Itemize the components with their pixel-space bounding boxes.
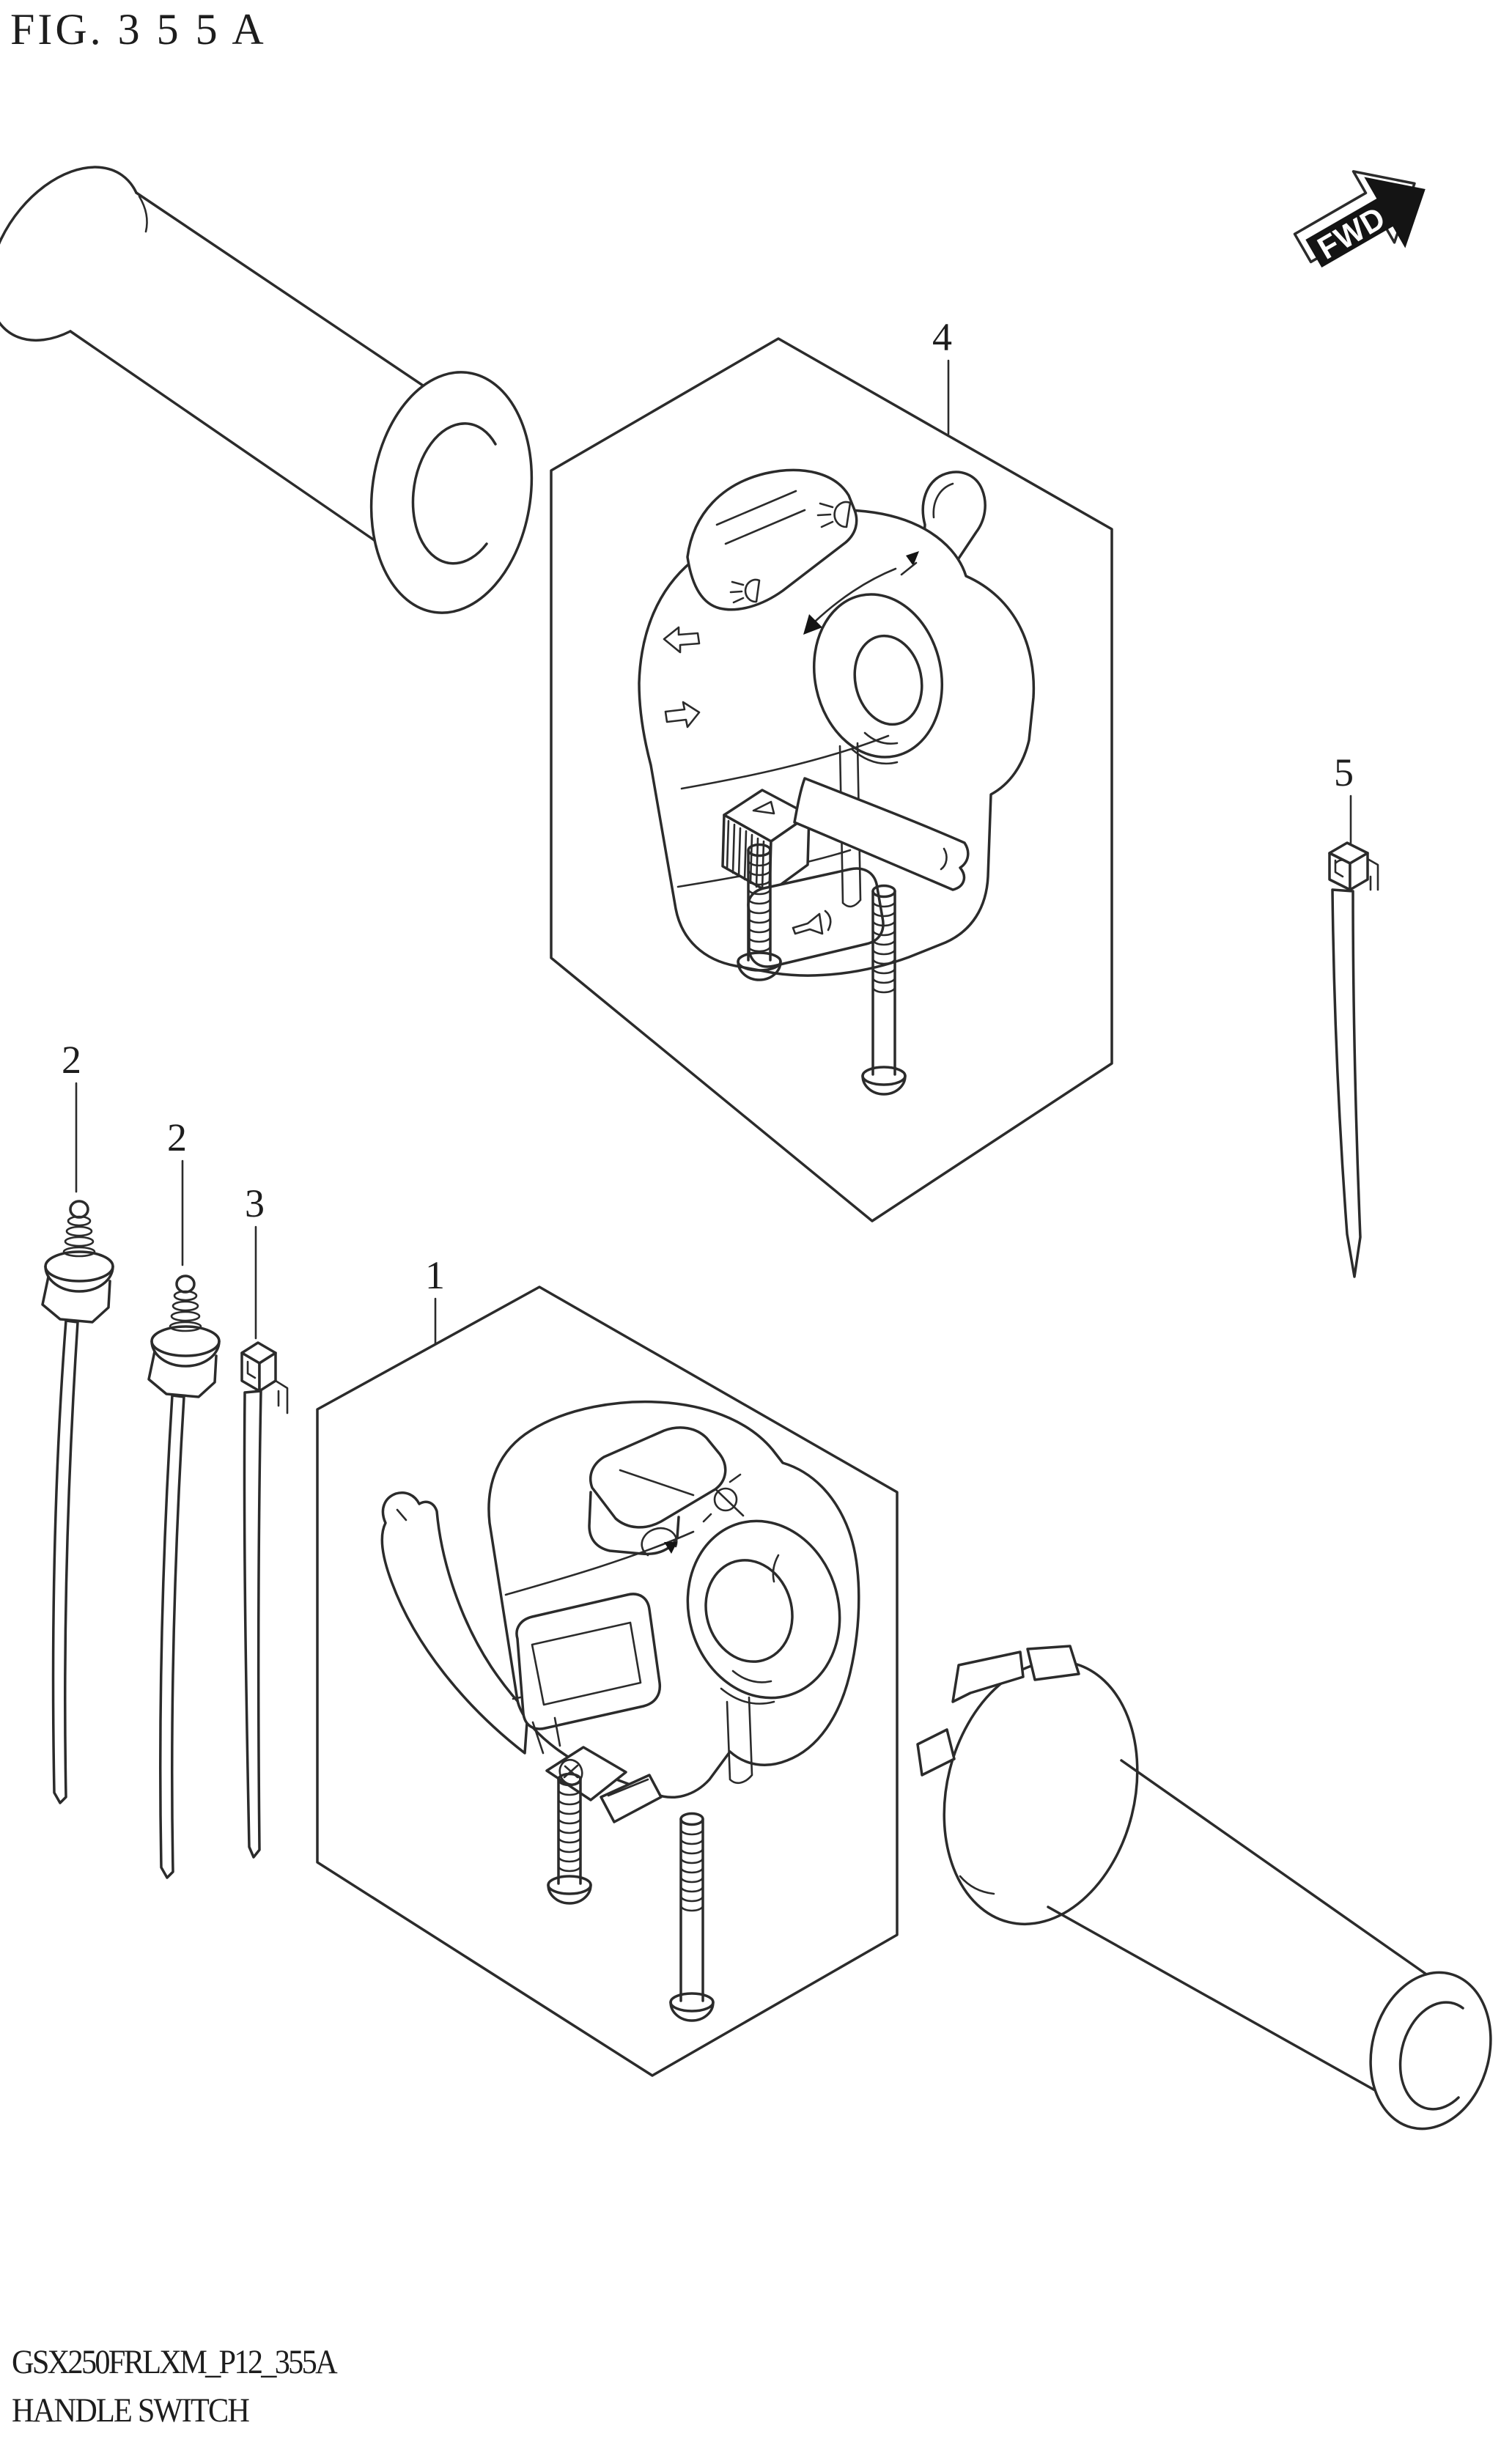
- engine-stop-icon: [702, 1473, 745, 1523]
- figure-title: FIG. 3 5 5 A: [10, 5, 267, 54]
- tie-strap: [1331, 888, 1362, 1278]
- push-rivet-tie: [147, 1275, 221, 1879]
- hazard-button: [721, 789, 811, 894]
- turn-signal-icon: [663, 626, 701, 728]
- clamp-ring-outer: [812, 593, 944, 759]
- cable-tie: [1328, 841, 1379, 1278]
- callout-2-left: 2: [62, 1038, 81, 1082]
- handlebar-stub: [793, 777, 970, 891]
- starter-icon: [641, 1527, 678, 1557]
- callout-4: 4: [932, 315, 952, 359]
- tie-strap: [243, 1390, 262, 1859]
- switch-assembly-left: [638, 468, 1036, 977]
- callout-3: 3: [245, 1181, 265, 1225]
- figure-caption: HANDLE SWITCH: [12, 2391, 250, 2430]
- figure-code: GSX250FRLXM_P12_355A: [12, 2343, 338, 2381]
- screw-threads: [679, 1828, 704, 1912]
- flange-tab: [951, 1650, 1025, 1703]
- grip-bore-spiral: [411, 422, 497, 565]
- screw: [547, 1772, 592, 1905]
- grip-end: [1369, 1971, 1492, 2131]
- callout-1: 1: [425, 1253, 445, 1297]
- flange-tab: [1026, 1645, 1080, 1681]
- screw: [737, 843, 782, 981]
- callout-5: 5: [1334, 750, 1354, 794]
- grip-bore-spiral: [1398, 2001, 1464, 2111]
- part-1-box: [316, 1285, 899, 2077]
- headlight-icon: [816, 501, 852, 528]
- cable-tie: [240, 1341, 289, 1859]
- right-grip: [916, 1645, 1492, 2131]
- flange-tab: [916, 1728, 956, 1777]
- switch-assembly-right: [380, 1400, 860, 1823]
- clamp-ring-inner: [704, 1559, 794, 1663]
- screw-threads: [557, 1788, 582, 1873]
- rotate-arrow-icon: [803, 551, 919, 635]
- screw-head: [547, 1875, 592, 1895]
- screw-head: [669, 1992, 715, 2013]
- grip-flange: [369, 371, 534, 614]
- hazard-icon: [752, 800, 775, 815]
- passing-lamp-icon: [729, 578, 761, 604]
- clamp-ring-inner: [853, 634, 923, 726]
- switch-bottom-bracket: [531, 1716, 663, 1823]
- left-grip: [0, 166, 534, 614]
- screw-threads: [871, 900, 896, 994]
- fwd-arrow-icon: FWD: [1293, 170, 1426, 268]
- part-4-box: [550, 337, 1113, 1222]
- horn-icon: [792, 910, 832, 935]
- bracket-wedge: [600, 1774, 663, 1823]
- screw-threads: [747, 859, 772, 953]
- push-rivet-tie: [41, 1200, 114, 1804]
- horn-button: [747, 867, 885, 968]
- tie-strap: [159, 1394, 185, 1879]
- screw: [861, 884, 907, 1096]
- tie-strap: [51, 1319, 79, 1804]
- hazard-hatching: [726, 819, 765, 891]
- fwd-arrow-front-face: [1305, 177, 1426, 268]
- clamp-ring-outer: [686, 1519, 841, 1700]
- dimmer-rocker: [686, 468, 858, 611]
- screw-head: [861, 1066, 907, 1086]
- callout-2-mid: 2: [167, 1115, 187, 1159]
- switch-lever: [380, 1491, 529, 1755]
- screw: [669, 1812, 715, 2022]
